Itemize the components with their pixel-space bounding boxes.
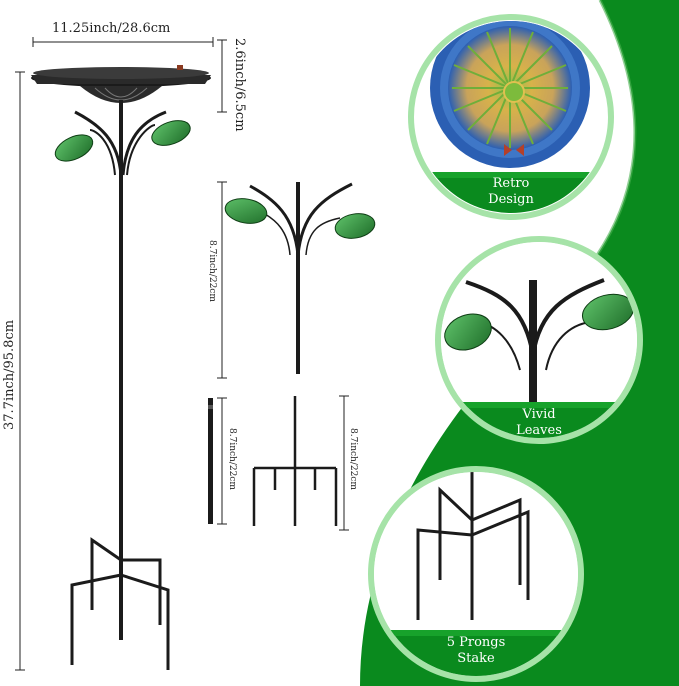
feature-label-line2: Design [488,192,534,207]
dimension-lines [15,37,349,671]
bowl-main [31,65,211,103]
feature-label-line2: Leaves [516,423,562,438]
pole-section-height-label: 8.7inch/22cm [227,428,237,490]
stake-section-part [252,396,338,526]
feature-label-line1: Vivid [522,407,556,422]
pole-section-part [208,398,213,524]
bowl-depth-label: 2.6inch/6.5cm [232,38,247,132]
feature-retro-design: Retro Design [408,14,614,220]
leaf-right-main [151,120,191,146]
stake-main [70,537,170,670]
feature-label-line1: 5 Prongs [446,635,506,650]
feature-vivid-leaves: Vivid Leaves [435,236,643,444]
bird-bath-main [31,65,211,670]
bowl-width-label: 11.25inch/28.6cm [52,21,171,36]
leaf-section-height-label: 8.7inch/22cm [207,240,217,302]
stake-section-height-label: 8.7inch/22cm [348,428,358,490]
feature-5-prongs-stake: 5 Prongs Stake [368,466,584,682]
leaf-left-main [54,134,94,162]
feature-label-line1: Retro [492,176,530,191]
feature-label-line2: Stake [457,651,495,666]
leaf-section-part [224,182,376,374]
total-height-label: 37.7inch/95.8cm [2,319,17,430]
